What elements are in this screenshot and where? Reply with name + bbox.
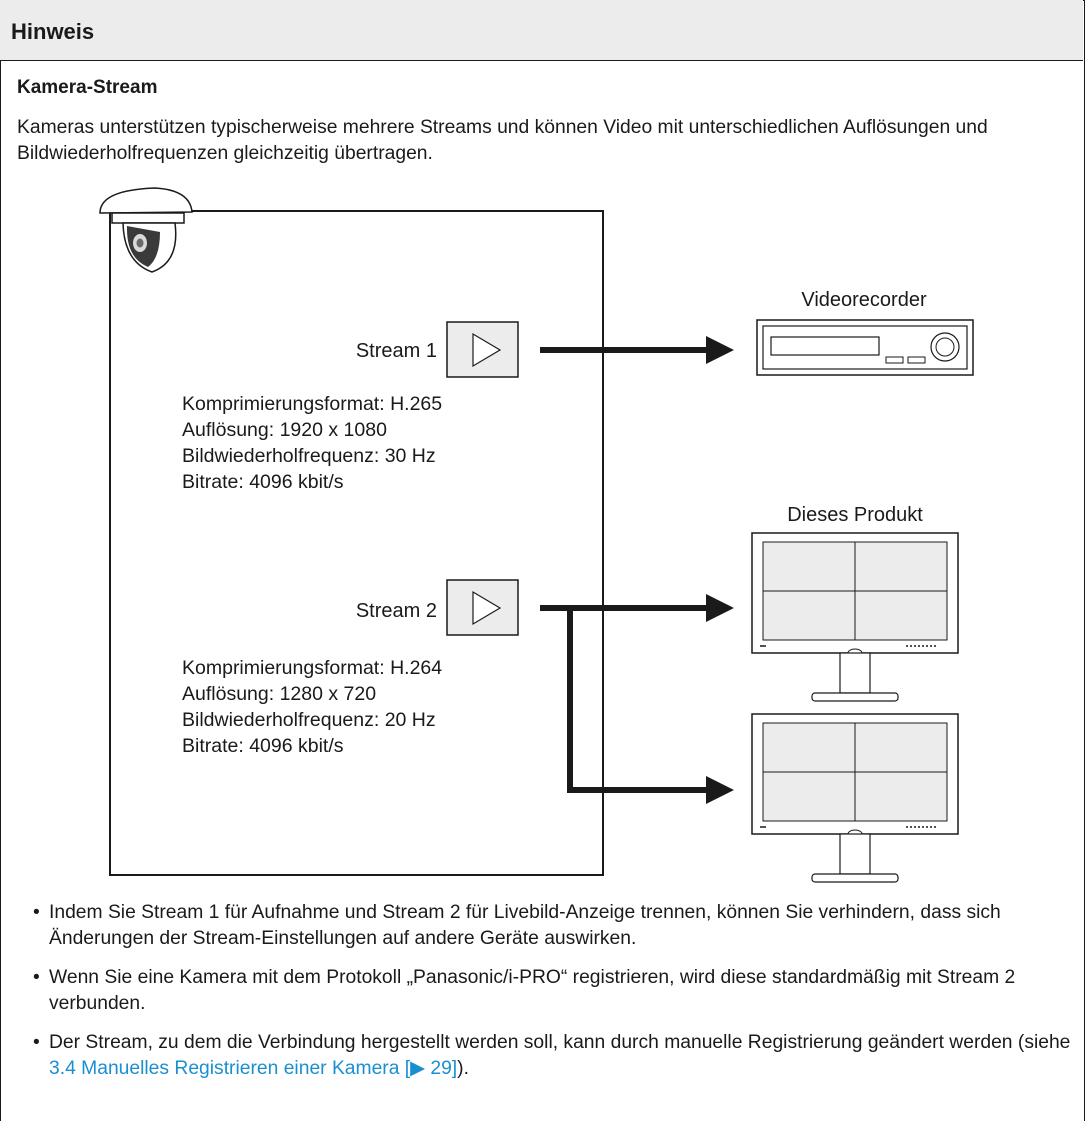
- list-item: Wenn Sie eine Kamera mit dem Protokoll „…: [33, 965, 1073, 1017]
- stream2-play-button: [446, 579, 519, 636]
- list-item: Indem Sie Stream 1 für Aufnahme und Stre…: [33, 900, 1073, 952]
- section-title: Kamera-Stream: [17, 77, 158, 98]
- intro-text: Kameras unterstützen typischerweise mehr…: [17, 117, 988, 164]
- stream1-resolution: Auflösung: 1920 x 1080: [182, 419, 387, 441]
- stream2-resolution: Auflösung: 1280 x 720: [182, 683, 376, 705]
- arrow-stream2-monitors: [540, 594, 734, 804]
- list-item-text: Der Stream, zu dem die Verbindung herges…: [49, 1032, 1071, 1053]
- stream2-format: Komprimierungsformat: H.264: [182, 657, 442, 679]
- play-icon: [472, 590, 502, 626]
- dome-camera-icon: [99, 187, 193, 273]
- stream2-label: Stream 2: [356, 600, 437, 622]
- monitor-icon: [751, 532, 959, 702]
- play-icon: [472, 332, 502, 368]
- camera-box: [109, 210, 604, 876]
- stream1-format: Komprimierungsformat: H.265: [182, 393, 442, 415]
- stream1-framerate: Bildwiederholfrequenz: 30 Hz: [182, 445, 436, 467]
- stream1-bitrate: Bitrate: 4096 kbit/s: [182, 471, 344, 493]
- video-recorder-icon: [756, 319, 974, 376]
- list-item-text: ).: [457, 1058, 469, 1079]
- list-item: Der Stream, zu dem die Verbindung herges…: [33, 1030, 1073, 1082]
- product-label: Dieses Produkt: [787, 504, 923, 526]
- stream2-bitrate: Bitrate: 4096 kbit/s: [182, 735, 344, 757]
- stream1-play-button: [446, 321, 519, 378]
- recorder-label: Videorecorder: [801, 289, 927, 311]
- notes-list: Indem Sie Stream 1 für Aufnahme und Stre…: [33, 900, 1073, 1095]
- monitor-icon: [751, 713, 959, 883]
- cross-reference-link[interactable]: 3.4 Manuelles Registrieren einer Kamera …: [49, 1058, 458, 1079]
- stream2-framerate: Bildwiederholfrequenz: 20 Hz: [182, 709, 436, 731]
- arrow-stream1-recorder: [540, 336, 734, 364]
- note-title: Hinweis: [11, 19, 95, 44]
- note-header: Hinweis: [0, 0, 1083, 61]
- stream1-label: Stream 1: [356, 340, 437, 362]
